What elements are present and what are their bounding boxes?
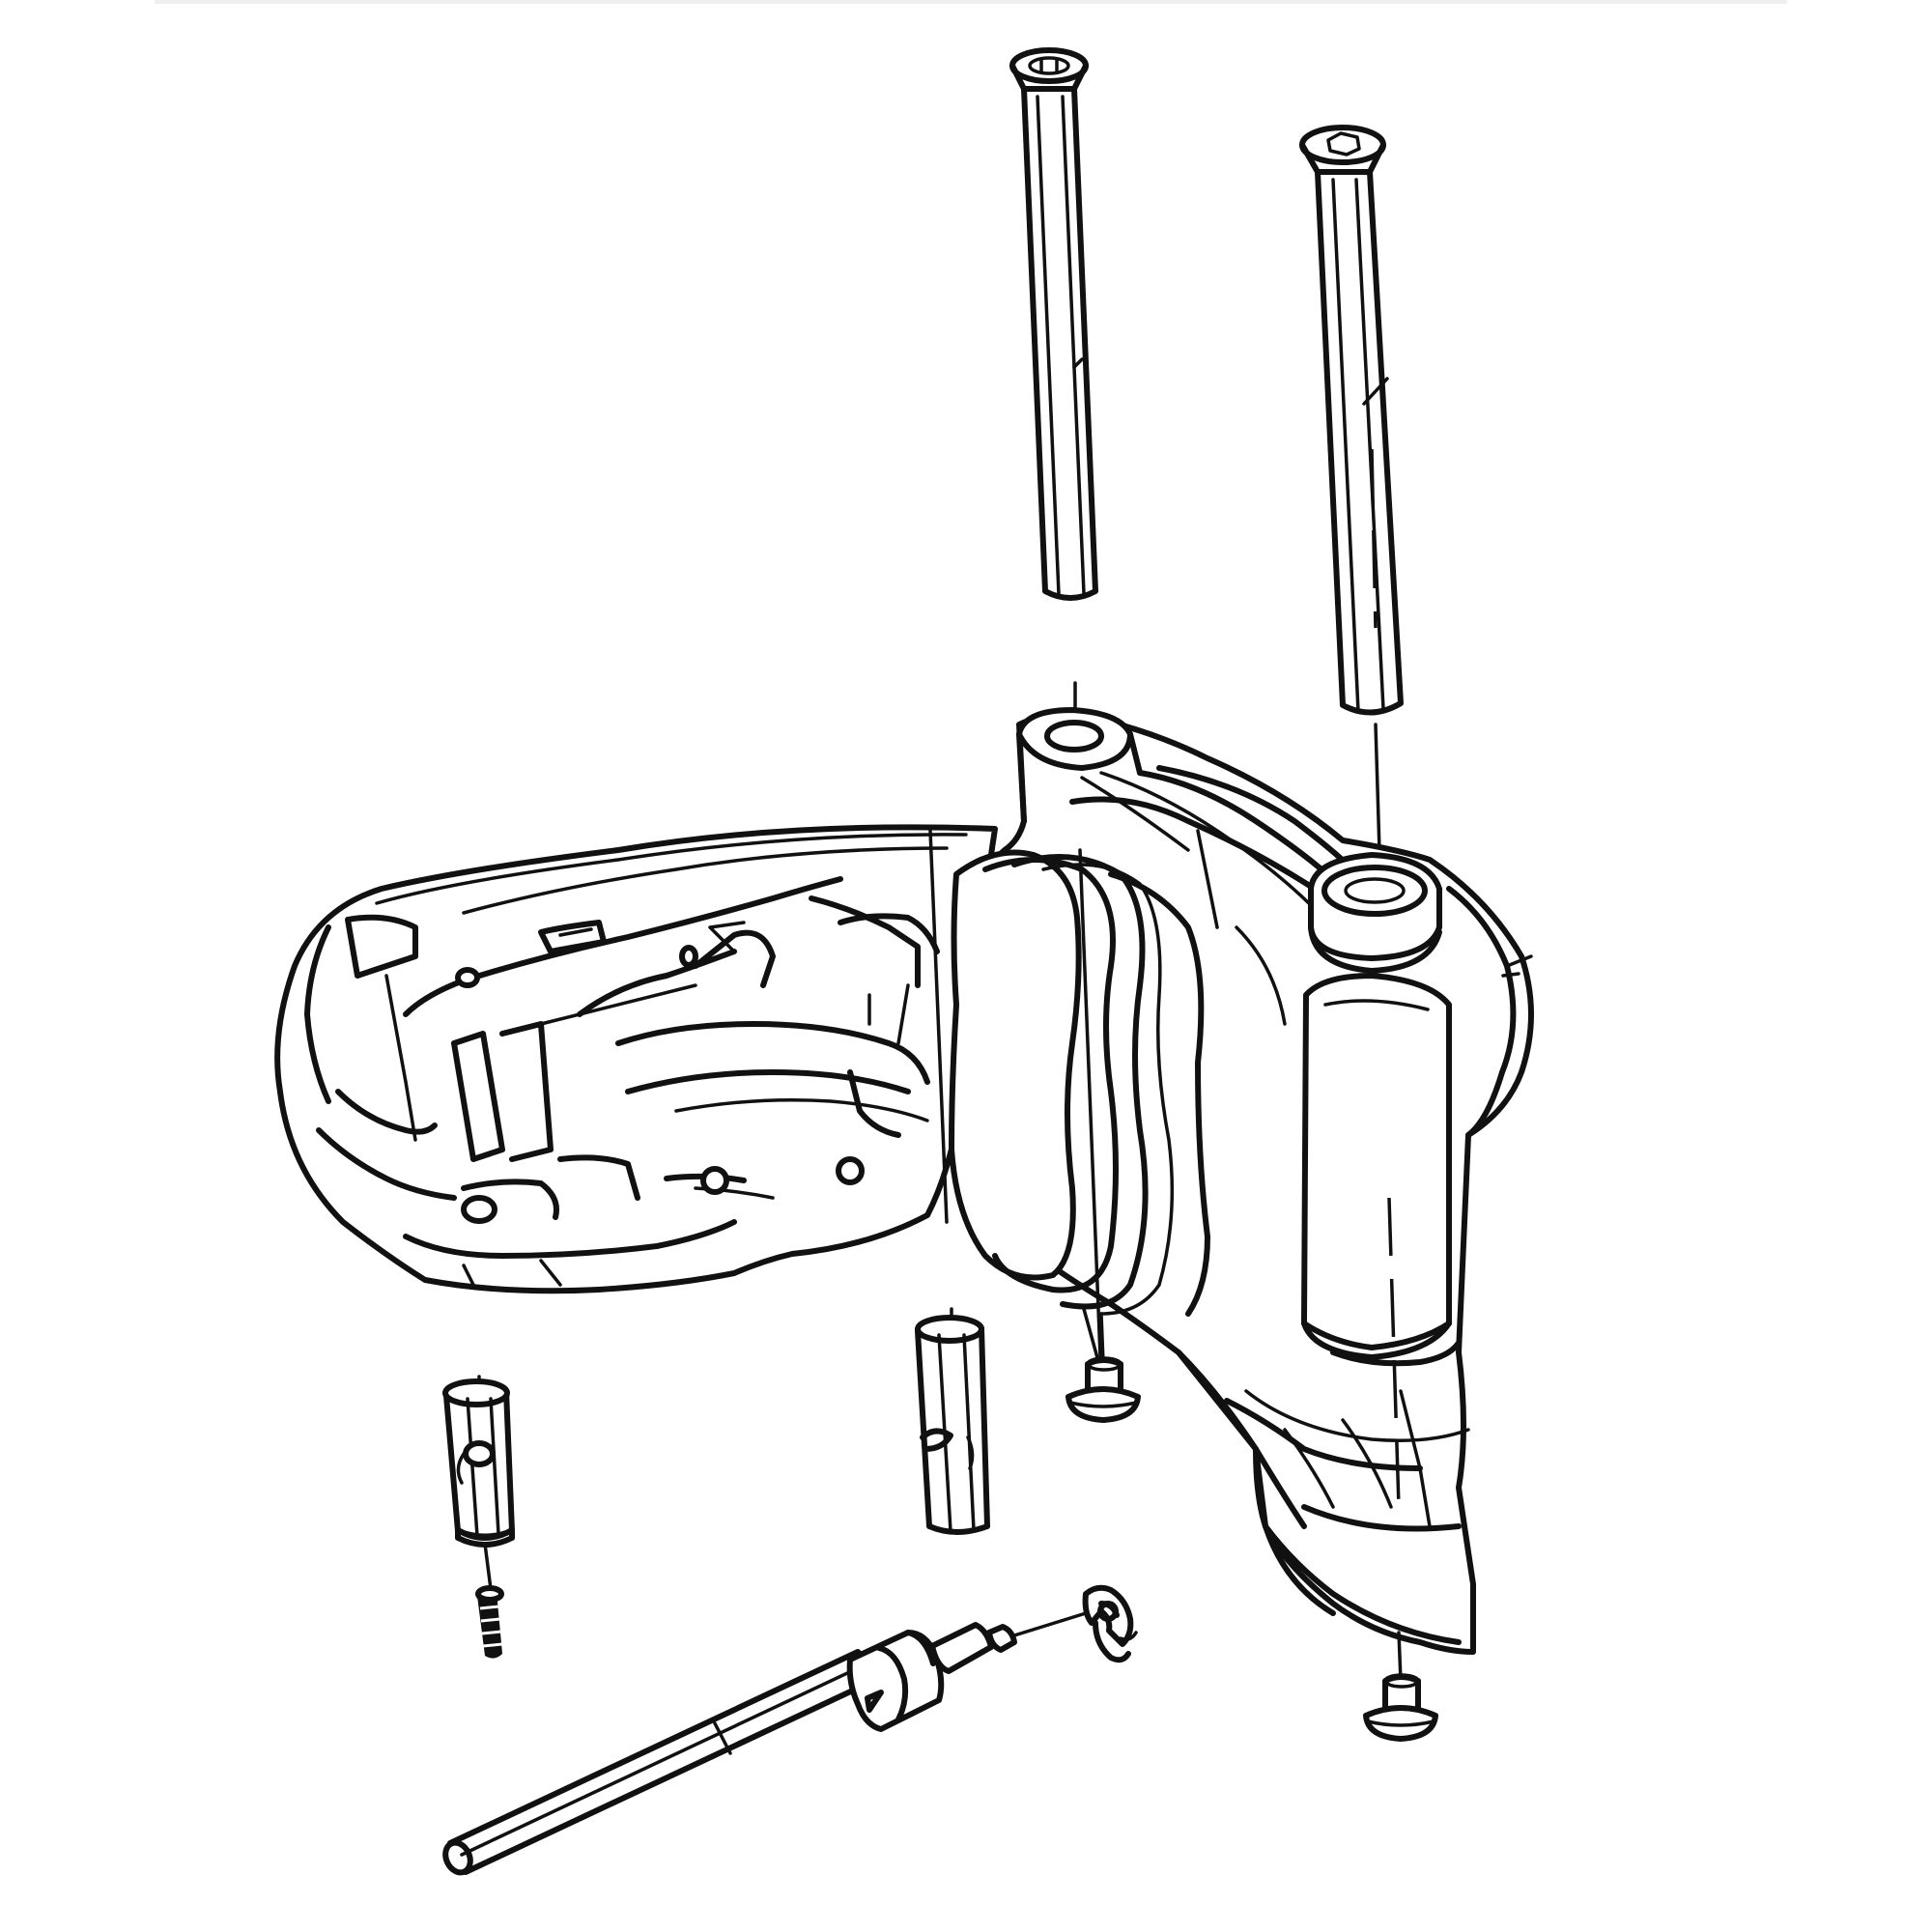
- small-screw-center: [1065, 1312, 1141, 1423]
- pin-sleeve-left: [442, 1375, 515, 1591]
- pin-sleeve-center: [915, 1307, 990, 1535]
- long-bolt-left: [1009, 47, 1098, 601]
- axle-shaft: [442, 1611, 1088, 1876]
- long-bolt-right: [1299, 125, 1404, 716]
- top-divider: [155, 0, 1787, 4]
- set-screw: [475, 1585, 504, 1659]
- small-screw-right: [1363, 1631, 1438, 1742]
- retaining-clip: [1082, 1584, 1138, 1663]
- guide-line-center: [928, 829, 949, 1224]
- main-housing: [274, 707, 1534, 1655]
